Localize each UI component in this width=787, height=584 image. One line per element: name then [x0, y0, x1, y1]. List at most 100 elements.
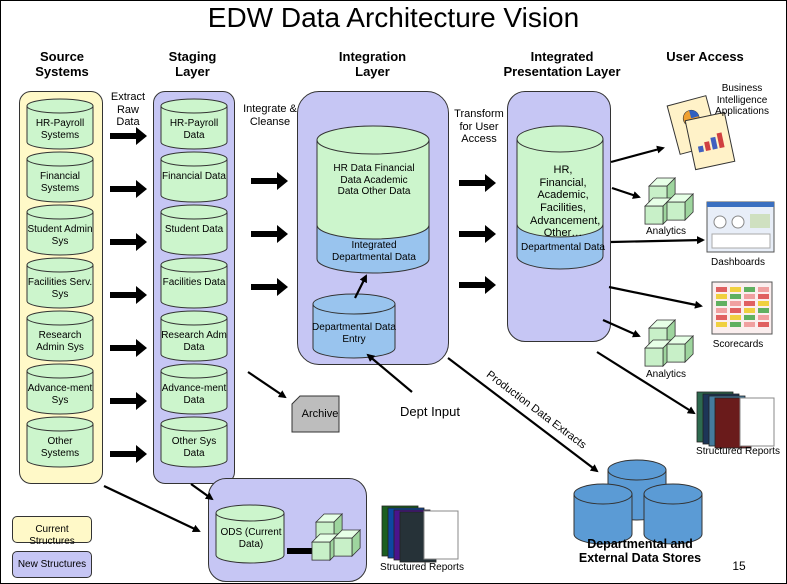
staging-to-archive-arrow	[247, 371, 287, 399]
staging-label-4: Research Adm Data	[161, 330, 227, 353]
bi-doc-front	[684, 111, 736, 171]
ods-report-page	[423, 510, 459, 560]
scorecards-label: Scorecards	[712, 339, 764, 350]
integration-cylinder-bottom-label: Integrated Departmental Data	[332, 240, 416, 263]
to-bi-arrow	[610, 145, 665, 164]
staging-cylinder-1	[160, 151, 228, 203]
source-cylinder-4	[26, 310, 94, 362]
page-number: 15	[732, 559, 746, 573]
flow-arrow-group	[110, 127, 496, 560]
dept-store-cylinder-right	[643, 483, 703, 545]
staging-label-6: Other Sys Data	[171, 436, 217, 459]
scorecards-icon	[711, 281, 773, 335]
legend-current-box	[12, 516, 92, 543]
extract-arrow-2	[110, 233, 147, 251]
integration-cylinder-top-label: HR Data Financial Data Academic Data Oth…	[333, 163, 415, 197]
to-analytics1-arrow	[611, 186, 641, 199]
staging-label-5: Advance-ment Data	[161, 383, 227, 406]
icon-group	[291, 95, 775, 563]
transform-arrow-2	[459, 276, 496, 294]
ods-analytics-icon-cube-right	[333, 529, 362, 558]
source-to-ods-arrow	[103, 485, 201, 533]
source-system-label-1: Financial Systems	[39, 171, 81, 194]
staging-to-ods-arrow	[190, 483, 214, 501]
analytics-icon-1-cube-right	[666, 193, 695, 222]
integrate-arrow-1	[251, 225, 288, 243]
extract-arrow-4	[110, 339, 147, 357]
dept-store-cylinder-left	[573, 483, 633, 545]
dept-entry-to-integrated-arrow	[354, 274, 367, 299]
label-transform: Transform for User Access	[454, 108, 504, 146]
cylinder-group	[26, 98, 703, 564]
legend-new-label: New Structures	[17, 559, 87, 570]
dept-entry-cylinder	[312, 293, 396, 359]
label-extract-raw-data: Extract Raw Data	[110, 91, 146, 129]
staging-label-0: HR-Payroll Data	[169, 118, 219, 141]
archive-shape	[291, 395, 340, 433]
slide-title: EDW Data Architecture Vision	[207, 2, 580, 33]
staging-label-2: Student Data	[164, 224, 224, 235]
header-integration-layer: Integration Layer	[338, 49, 407, 79]
ods-cylinder	[215, 504, 285, 564]
source-cylinder-6	[26, 416, 94, 468]
label-integrate-cleanse: Integrate & Cleanse	[243, 103, 297, 128]
source-system-label-2: Student Admin Sys	[27, 224, 93, 247]
legend-current-label: Current Structures	[29, 524, 75, 547]
to-dashboards-arrow	[610, 236, 705, 245]
analytics-label-2: Analytics	[645, 369, 686, 380]
analytics-icon-2-cube-right	[666, 335, 695, 364]
extract-arrow-1	[110, 180, 147, 198]
presentation-cylinder	[516, 125, 604, 270]
staging-cylinder-3	[160, 257, 228, 309]
extract-arrow-0	[110, 127, 147, 145]
source-cylinder-1	[26, 151, 94, 203]
ods-cylinder-label: ODS (Current Data)	[220, 527, 282, 550]
ods-structured-reports-label: Structured Reports	[380, 562, 464, 573]
source-cylinder-2	[26, 204, 94, 256]
presentation-cylinder-bottom-label: Departmental Data	[521, 242, 605, 253]
to-structured-reports-arrow	[596, 351, 696, 415]
to-analytics2-arrow	[602, 318, 641, 338]
extract-arrow-6	[110, 445, 147, 463]
source-system-label-6: Other Systems	[40, 436, 80, 459]
staging-cylinder-0	[160, 98, 228, 150]
staging-cylinder-4	[160, 310, 228, 362]
source-system-label-4: Research Admin Sys	[36, 330, 84, 353]
integration-main-cylinder	[316, 125, 430, 274]
integrate-arrow-2	[251, 278, 288, 296]
header-presentation-layer: Integrated Presentation Layer	[503, 49, 621, 79]
source-system-label-3: Facilities Serv. Sys	[27, 277, 93, 300]
staging-cylinder-5	[160, 363, 228, 415]
dept-entry-cylinder-label: Departmental Data Entry	[312, 322, 396, 345]
extract-arrow-5	[110, 392, 147, 410]
staging-label-3: Facilities Data	[162, 277, 226, 288]
archive-label: Archive	[301, 408, 339, 420]
dept-stores-label: Departmental and External Data Stores	[578, 537, 702, 566]
staging-cylinder-2	[160, 204, 228, 256]
bi-applications-label: Business Intelligence Applications	[715, 83, 769, 117]
source-system-label-5: Advance-ment Sys	[27, 383, 93, 406]
source-cylinder-3	[26, 257, 94, 309]
staging-label-1: Financial Data	[162, 171, 226, 182]
header-staging-layer: Staging Layer	[168, 49, 217, 79]
connector-group	[103, 145, 705, 533]
source-cylinder-0	[26, 98, 94, 150]
header-user-access: User Access	[666, 49, 744, 64]
transform-arrow-1	[459, 225, 496, 243]
source-system-label-0: HR-Payroll Systems	[35, 118, 85, 141]
production-extracts-arrow	[447, 357, 599, 473]
integrate-arrow-0	[251, 172, 288, 190]
dashboards-label: Dashboards	[711, 257, 765, 268]
structured-reports-label: Structured Reports	[696, 446, 780, 457]
transform-arrow-0	[459, 174, 496, 192]
dashboards-icon	[706, 201, 775, 253]
staging-cylinder-6	[160, 416, 228, 468]
report-page	[739, 397, 775, 447]
to-scorecards-arrow	[608, 285, 703, 309]
presentation-cylinder-top-label: HR, Financial, Academic, Facilities, Adv…	[530, 164, 601, 240]
source-cylinder-5	[26, 363, 94, 415]
extract-arrow-3	[110, 286, 147, 304]
dept-input-label: Dept Input	[400, 404, 460, 419]
legend-new-box	[12, 551, 92, 578]
